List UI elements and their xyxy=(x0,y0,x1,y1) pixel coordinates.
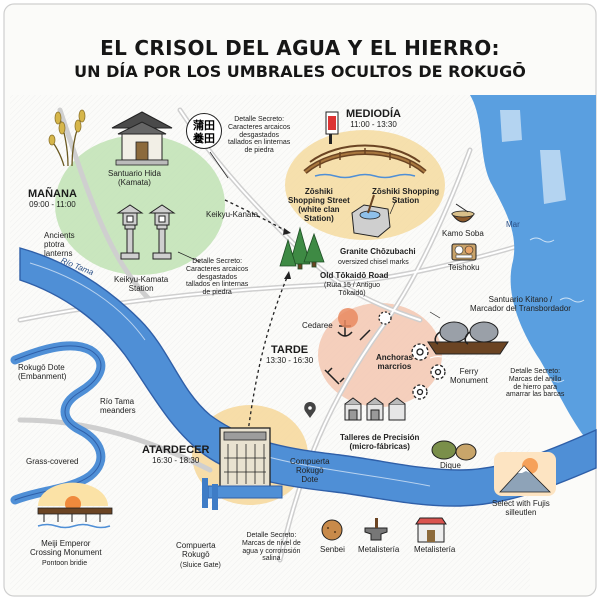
period-noon-time: 11:00 - 13:30 xyxy=(350,120,397,129)
shrine-icon xyxy=(111,111,173,166)
secret-detail-2: Detalle Secreto: Caracteres arcaicos des… xyxy=(186,258,249,297)
workshop-icon xyxy=(344,397,406,421)
stone-basin-icon xyxy=(351,194,391,238)
period-dusk-name: ATARDECER xyxy=(142,444,210,456)
label-old-tokaido: Old Tōkaidō Road xyxy=(320,271,389,280)
pin-icon xyxy=(304,402,316,418)
kanji-top: 蒲田 xyxy=(193,119,215,132)
label-chozubachi-sub: oversized chisel marks xyxy=(338,259,409,266)
wooden-bridge-icon xyxy=(303,144,427,179)
label-compuerta-dote: Compuerta Rokugō Dote xyxy=(290,457,330,484)
sluice-gate-icon xyxy=(207,427,283,499)
label-keikyu-station: Keikyu-Kamata Station xyxy=(114,275,169,293)
period-dusk: ATARDECER 16:30 - 18:30 xyxy=(142,444,209,465)
secret-detail-3: Detalle Secreto: Marcas del anillo de hi… xyxy=(506,368,565,399)
label-old-tokaido-sub: (Ruta 15 / Antiguo Tōkaidō) xyxy=(324,282,381,297)
teishoku-tray-icon xyxy=(451,243,477,261)
senbei-icon xyxy=(321,519,343,541)
label-workshops: Talleres de Precisión (micro-fábricas) xyxy=(340,433,420,451)
period-morning-name: MAÑANA xyxy=(28,188,77,200)
label-metalisteria-1: Metalistería xyxy=(358,545,400,554)
secret-detail-1: Detalle Secreto: Caracteres arcaicos des… xyxy=(228,116,291,155)
label-shrine-hida: Santuario Hida (Kamata) xyxy=(108,169,161,187)
morning-zone xyxy=(55,135,225,275)
rice-plant-icon xyxy=(48,109,86,167)
label-sluice-gate: Compuerta Rokugō xyxy=(176,541,216,559)
walking-route xyxy=(224,199,289,433)
secret-detail-4: Detalle Secreto: Marcas de nivel de agua… xyxy=(242,532,301,563)
stone-lantern-icon xyxy=(116,204,176,260)
label-grass-covered: Grass-covered xyxy=(26,457,79,466)
sea xyxy=(470,95,596,450)
dike-icon xyxy=(431,440,477,461)
label-sluice-sub: (Sluice Gate) xyxy=(180,562,221,569)
map-subtitle: UN DÍA POR LOS UMBRALES OCULTOS DE ROKUG… xyxy=(74,62,526,81)
period-afternoon-time: 13:30 - 16:30 xyxy=(266,356,314,365)
label-zoshiki-street: Zōshiki Shopping Street (white clan Stat… xyxy=(288,187,350,223)
kanji-bottom: 養田 xyxy=(193,132,215,145)
elephant-ferry-icon xyxy=(427,321,509,360)
gear-icon xyxy=(378,311,446,400)
cedaree-marker xyxy=(338,308,358,328)
map-title: EL CRISOL DEL AGUA Y EL HIERRO: xyxy=(100,36,500,60)
label-metalisteria-2: Metalistería xyxy=(414,545,456,554)
label-sea: Mar xyxy=(506,220,520,229)
label-kamo-soba: Kamo Soba xyxy=(442,229,484,238)
label-senbei: Senbei xyxy=(320,545,345,554)
period-noon: MEDIODÍA 11:00 - 13:30 xyxy=(346,108,401,129)
kanji-badge: 蒲田 養田 xyxy=(186,113,222,149)
pine-trees-icon xyxy=(279,226,325,270)
period-afternoon: TARDE 13:30 - 16:30 xyxy=(266,344,313,365)
storefront-icon xyxy=(415,517,447,543)
label-lanterns: Ancients ptotra lanterns xyxy=(44,231,75,258)
label-chozubachi: Granite Chōzubachi xyxy=(340,247,416,256)
torii-gate-icon xyxy=(325,111,339,144)
sunset-pontoon-icon xyxy=(37,482,113,529)
period-morning: MAÑANA 09:00 - 11:00 xyxy=(28,188,77,209)
label-pontoon: Pontoon bridie xyxy=(42,560,88,567)
label-meanders: Río Tama meanders xyxy=(100,397,136,415)
label-dique: Dique xyxy=(440,461,461,470)
label-shrine-kitano: Santuario Kitano / Marcador del Transbor… xyxy=(470,295,571,313)
label-rokugo-dote: Rokugō Dote (Embanment) xyxy=(18,363,67,381)
label-meiji-monument: Meiji Emperor Crossing Monument xyxy=(30,539,102,557)
soba-bowl-icon xyxy=(451,203,475,223)
label-cedaree: Cedaree xyxy=(302,321,333,330)
anvil-icon xyxy=(364,518,388,541)
label-fuji: Select with Fujis silleutlen xyxy=(492,499,550,517)
label-zoshiki-station: Zōshiki Shopping Station xyxy=(372,187,440,205)
label-ferry-monument: Ferry Monument xyxy=(450,367,488,385)
mount-fuji-icon xyxy=(494,452,556,496)
period-morning-time: 09:00 - 11:00 xyxy=(29,200,76,209)
label-keikyu-kanata: Keikyu-Kanata xyxy=(206,210,259,219)
label-anchors: Anchoras marcrios xyxy=(376,353,413,371)
period-noon-name: MEDIODÍA xyxy=(346,108,401,120)
period-dusk-time: 16:30 - 18:30 xyxy=(152,456,200,465)
label-teishoku: Teishoku xyxy=(448,263,480,272)
period-afternoon-name: TARDE xyxy=(271,344,309,356)
